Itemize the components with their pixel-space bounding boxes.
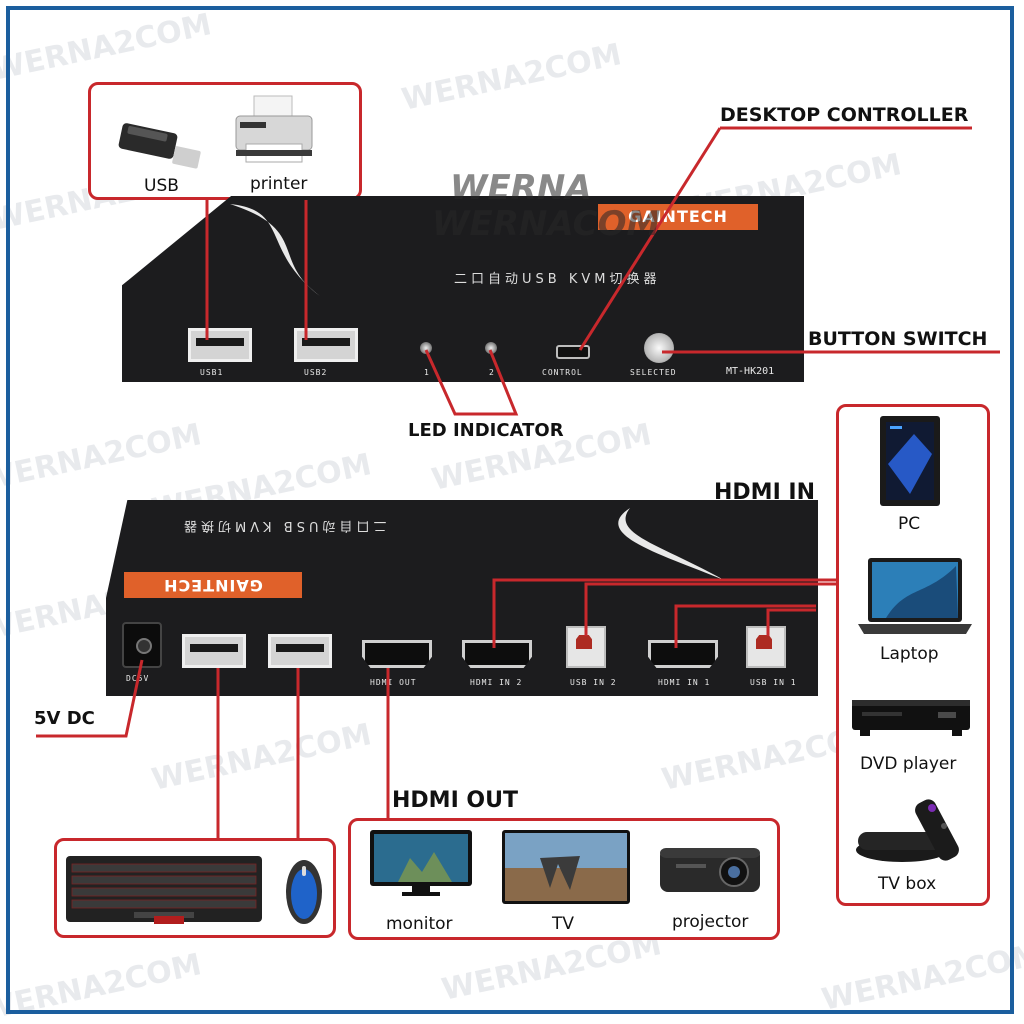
control-port-label: CONTROL (542, 368, 583, 377)
monitor-icon (370, 830, 472, 896)
hdmi-in1-port[interactable] (648, 640, 718, 668)
swoosh-logo-back (618, 508, 724, 580)
dc-callout: 5V DC (34, 708, 95, 729)
button-switch-callout: BUTTON SWITCH (808, 328, 988, 350)
pc-tower-icon (880, 416, 940, 506)
watermark: WERNA2COM (148, 717, 375, 798)
hdmi-out-port-label: HDMI OUT (370, 678, 417, 687)
watermark: WERNA2COM (0, 417, 205, 498)
hdmi-in2-port-label: HDMI IN 2 (470, 678, 523, 687)
led-1-label: 1 (424, 368, 430, 377)
keyboard-usb-port[interactable] (182, 634, 246, 668)
projector-icon (660, 848, 760, 892)
laptop-icon (858, 558, 972, 634)
dvd-player-label: DVD player (860, 754, 957, 774)
dc-jack-label: DC5V (126, 674, 150, 683)
watermark: WERNA2COM (398, 37, 625, 118)
led-indicator-callout: LED INDICATOR (408, 420, 564, 441)
projector-label: projector (672, 912, 749, 932)
brand-badge-back: GAINTECH (124, 572, 302, 598)
led-2-label: 2 (489, 368, 495, 377)
usb1-port[interactable] (188, 328, 252, 362)
led-2 (485, 342, 497, 354)
model-label: MT-HK201 (726, 366, 775, 377)
mouse-icon (286, 860, 322, 924)
device-title-back: 二口自动USB KVM切换器 (180, 518, 387, 533)
dvd-player-icon (852, 700, 970, 736)
swoosh-logo-front (230, 204, 320, 296)
usb-in1-port[interactable] (746, 626, 786, 668)
watermark: WERNA2COM (0, 7, 215, 88)
led-1 (420, 342, 432, 354)
hdmi-in1-port-label: HDMI IN 1 (658, 678, 711, 687)
watermark: WERNA2COM (818, 937, 1024, 1018)
keyboard-icon (66, 856, 262, 924)
selected-button-label: SELECTED (630, 368, 677, 377)
usb-in2-port-label: USB IN 2 (570, 678, 617, 687)
logo-line-1: WERNA (450, 168, 592, 208)
usb1-port-label: USB1 (200, 368, 224, 377)
logo-line-2: WERNACOM (432, 204, 661, 244)
watermark: WERNA2COM (0, 947, 205, 1024)
usb2-port-label: USB2 (304, 368, 328, 377)
hdmi-out-callout: HDMI OUT (392, 788, 518, 813)
printer-label: printer (250, 174, 308, 194)
hdmi-in-callout: HDMI IN (714, 480, 816, 505)
desktop-controller-callout: DESKTOP CONTROLLER (720, 104, 969, 126)
printer-icon (235, 95, 313, 163)
tv-label: TV (552, 914, 575, 934)
usb-drive-icon (118, 123, 201, 169)
monitor-label: monitor (386, 914, 453, 934)
tv-box-label: TV box (878, 874, 937, 894)
selected-button[interactable] (644, 333, 674, 363)
hdmi-in2-port[interactable] (462, 640, 532, 668)
tv-icon (502, 830, 630, 904)
usb2-port[interactable] (294, 328, 358, 362)
pc-label: PC (898, 514, 921, 534)
laptop-label: Laptop (880, 644, 939, 664)
usb-in1-port-label: USB IN 1 (750, 678, 797, 687)
usb-in2-port[interactable] (566, 626, 606, 668)
hdmi-out-port[interactable] (362, 640, 432, 668)
logo-watermark: WERNA WERNACOM (340, 170, 660, 242)
dc-jack[interactable] (122, 622, 162, 668)
device-title-front: 二口自动USB KVM切换器 (454, 272, 661, 287)
tv-box-icon (856, 799, 959, 862)
mouse-usb-port[interactable] (268, 634, 332, 668)
usb-label: USB (144, 176, 179, 196)
control-port[interactable] (556, 345, 590, 359)
